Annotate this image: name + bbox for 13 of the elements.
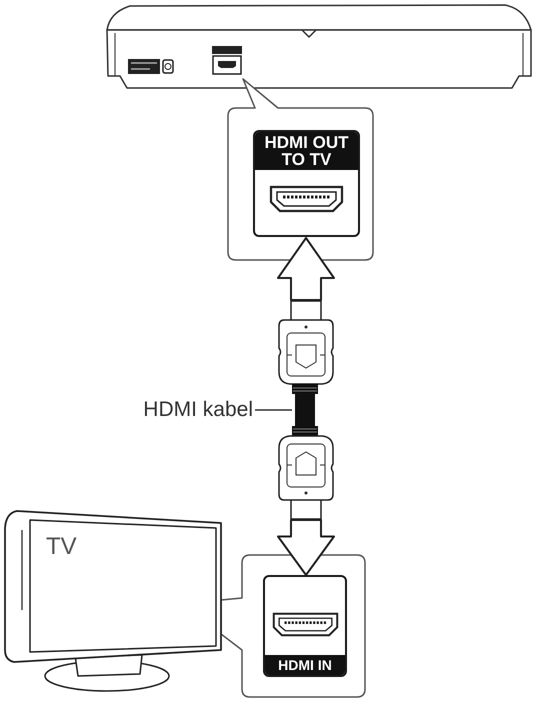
arrow bbox=[277, 519, 335, 576]
port-panel bbox=[263, 575, 347, 677]
leader-line bbox=[255, 409, 292, 411]
tv-drawing bbox=[4, 508, 224, 694]
cable-drawing bbox=[292, 384, 318, 436]
plug-drawing bbox=[277, 300, 335, 385]
arrow bbox=[277, 237, 335, 301]
tv-label: TV bbox=[46, 534, 77, 560]
cable-label: HDMI kabel bbox=[143, 398, 253, 422]
plug-drawing bbox=[277, 435, 335, 520]
port-panel bbox=[253, 130, 360, 237]
port-label: HDMI IN bbox=[265, 655, 345, 675]
port-label: HDMI OUT TO TV bbox=[255, 132, 358, 170]
